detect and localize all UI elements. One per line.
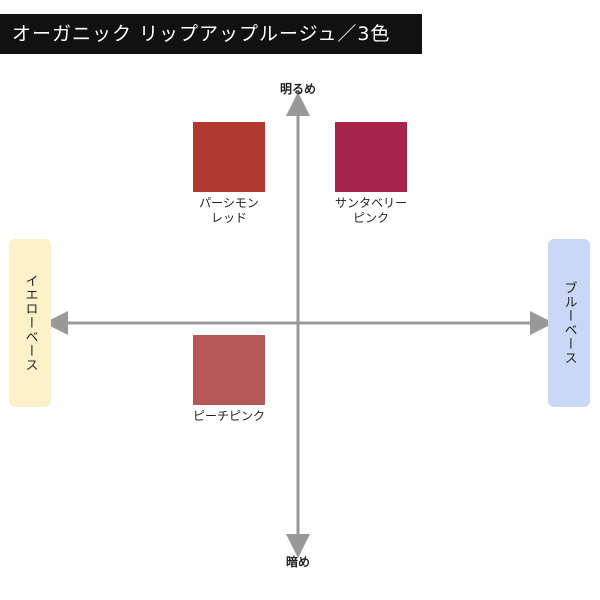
swatch-persimmon-red	[193, 122, 265, 192]
caption-persimmon-red: パーシモン レッド	[169, 196, 289, 226]
swatch-peach-pink	[193, 335, 265, 405]
caption-santaberry-pink-line2: ピンク	[352, 211, 389, 225]
side-tab-blue-base: ブルーベース	[548, 239, 590, 407]
caption-persimmon-red-line1: パーシモン	[199, 196, 259, 210]
caption-persimmon-red-line2: レッド	[210, 211, 247, 225]
caption-peach-pink: ピーチピンク	[169, 409, 289, 424]
page-title: オーガニック リップアップルージュ／3色	[0, 14, 422, 54]
side-tab-yellow-base: イエローベース	[9, 239, 51, 407]
side-tab-blue-base-label: ブルーベース	[561, 281, 577, 365]
caption-santaberry-pink-line1: サンタベリー	[334, 196, 407, 210]
caption-peach-pink-line1: ピーチピンク	[192, 409, 265, 423]
side-tab-yellow-base-label: イエローベース	[22, 274, 38, 372]
caption-santaberry-pink: サンタベリー ピンク	[311, 196, 431, 226]
swatch-santaberry-pink	[335, 122, 407, 192]
axis-label-bottom: 暗め	[285, 555, 310, 569]
axis-label-top: 明るめ	[279, 82, 316, 96]
